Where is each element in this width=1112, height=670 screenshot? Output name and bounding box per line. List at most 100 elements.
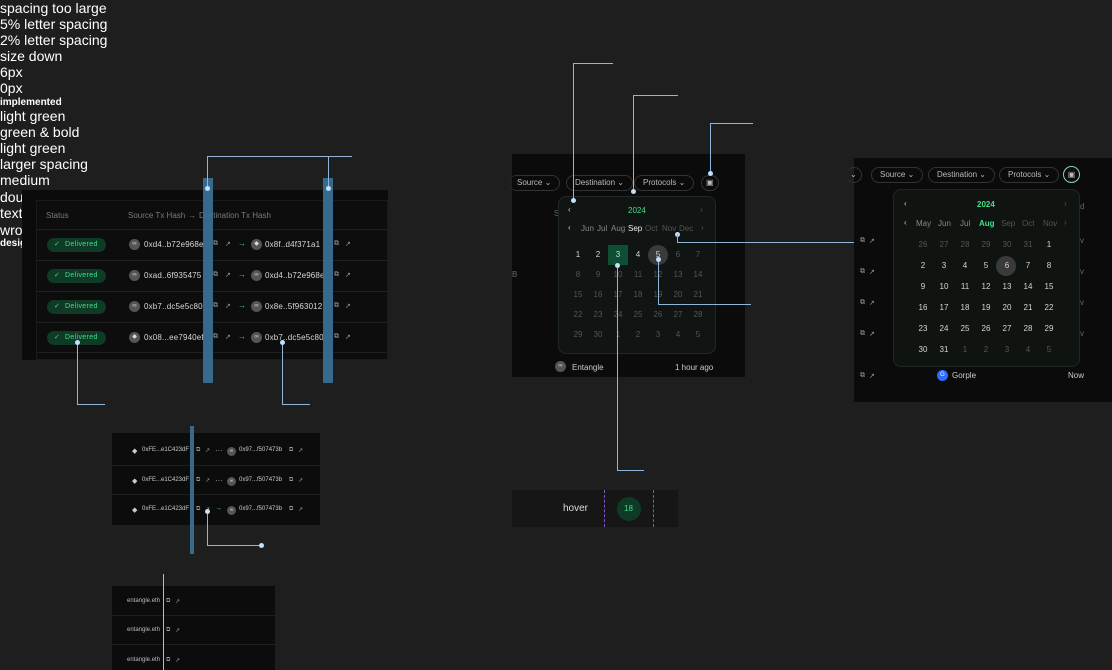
day-cell[interactable]: 4 — [675, 330, 681, 339]
day-cell[interactable]: 7 — [695, 250, 701, 259]
chevron-left-icon[interactable]: ‹ — [568, 205, 571, 214]
copy-icon[interactable]: ⧉ — [166, 657, 171, 663]
hover-day-demo[interactable] — [617, 497, 641, 521]
external-link-icon[interactable]: ↗ — [175, 628, 181, 634]
day-cell[interactable]: 5 — [983, 261, 989, 270]
copy-icon[interactable]: ⧉ — [860, 372, 865, 379]
copy-icon[interactable]: ⧉ — [334, 271, 339, 278]
copy-icon[interactable]: ⧉ — [334, 333, 339, 340]
destination-hash[interactable]: 0x97...f507473b — [239, 506, 283, 512]
source-hash[interactable]: 0xd4..b72e968e — [144, 240, 204, 249]
day-cell[interactable]: 2 — [920, 261, 926, 270]
copy-icon[interactable]: ⧉ — [860, 330, 865, 337]
external-link-icon[interactable]: ↗ — [298, 507, 304, 513]
external-link-icon[interactable]: ↗ — [869, 238, 875, 245]
month-item[interactable]: May — [916, 219, 932, 228]
day-cell[interactable]: 30 — [593, 330, 603, 339]
external-link-icon[interactable]: ↗ — [205, 478, 211, 484]
day-cell[interactable]: 3 — [941, 261, 947, 270]
day-cell[interactable]: 21 — [693, 290, 703, 299]
day-cell[interactable]: 14 — [1023, 282, 1033, 291]
day-cell[interactable]: 19 — [981, 303, 991, 312]
day-cell[interactable]: 29 — [1044, 324, 1054, 333]
day-cell[interactable]: 5 — [695, 330, 701, 339]
month-item[interactable]: Nov — [662, 224, 677, 233]
copy-icon[interactable]: ⧉ — [213, 333, 218, 340]
copy-icon[interactable]: ⧉ — [860, 237, 865, 244]
day-cell[interactable]: 31 — [939, 345, 949, 354]
copy-icon[interactable]: ⧉ — [196, 506, 201, 512]
month-item-selected[interactable]: Sep — [628, 224, 643, 233]
day-cell[interactable]: 29 — [573, 330, 583, 339]
day-cell[interactable]: 2 — [595, 250, 601, 259]
destination-hash[interactable]: 0x8f..d4f371a1 — [265, 240, 321, 249]
external-link-icon[interactable]: ↗ — [225, 272, 231, 279]
external-link-icon[interactable]: ↗ — [175, 599, 181, 605]
day-cell-selected[interactable]: 3 — [615, 250, 621, 259]
day-cell[interactable]: 22 — [1044, 303, 1054, 312]
day-cell[interactable]: 17 — [613, 290, 623, 299]
day-cell[interactable]: 28 — [960, 240, 970, 249]
day-cell[interactable]: 1 — [962, 345, 968, 354]
copy-icon[interactable]: ⧉ — [334, 240, 339, 247]
day-cell[interactable]: 2 — [983, 345, 989, 354]
day-cell[interactable]: 12 — [981, 282, 991, 291]
ens-name[interactable]: entangle.eth — [127, 598, 161, 604]
chevron-left-icon[interactable]: ‹ — [904, 199, 907, 208]
day-cell[interactable]: 18 — [960, 303, 970, 312]
day-cell[interactable]: 17 — [939, 303, 949, 312]
filter-protocols[interactable]: Protocols ⌄ — [999, 167, 1060, 183]
day-cell[interactable]: 31 — [1023, 240, 1033, 249]
day-cell[interactable]: 23 — [593, 310, 603, 319]
external-link-icon[interactable]: ↗ — [175, 658, 181, 664]
day-cell[interactable]: 1 — [608, 330, 628, 339]
copy-icon[interactable]: ⧉ — [289, 447, 294, 453]
day-cell[interactable]: 16 — [918, 303, 928, 312]
external-link-icon[interactable]: ↗ — [225, 334, 231, 341]
day-cell[interactable]: 27 — [673, 310, 683, 319]
day-cell[interactable]: 1 — [575, 250, 581, 259]
day-cell-hover[interactable]: 6 — [1004, 261, 1010, 270]
calendar-button[interactable]: ▣ — [701, 175, 719, 191]
day-cell[interactable]: 1 — [1046, 240, 1052, 249]
day-cell[interactable]: 5 — [1046, 345, 1052, 354]
day-cell[interactable]: 24 — [613, 310, 623, 319]
source-hash[interactable]: 0xad..6f935475 — [144, 271, 202, 280]
chevron-left-icon[interactable]: ‹ — [568, 223, 571, 232]
chevron-pill[interactable]: ⌄ — [846, 167, 862, 183]
day-cell[interactable]: 27 — [939, 240, 949, 249]
copy-icon[interactable]: ⧉ — [213, 240, 218, 247]
chevron-right-icon[interactable]: › — [701, 223, 704, 232]
day-cell[interactable]: 30 — [918, 345, 928, 354]
day-cell[interactable]: 25 — [633, 310, 643, 319]
copy-icon[interactable]: ⧉ — [213, 271, 218, 278]
day-cell[interactable]: 8 — [1046, 261, 1052, 270]
ens-name[interactable]: entangle.eth — [127, 627, 161, 633]
destination-hash[interactable]: 0xd4..b72e968e — [265, 271, 325, 280]
day-cell[interactable]: 4 — [962, 261, 968, 270]
day-cell[interactable]: 8 — [575, 270, 581, 279]
external-link-icon[interactable]: ↗ — [345, 303, 351, 310]
month-item[interactable]: Jul — [960, 219, 971, 228]
day-cell[interactable]: 25 — [960, 324, 970, 333]
source-hash[interactable]: 0xb7..dc5e5c80 — [144, 302, 203, 311]
day-cell[interactable]: 13 — [673, 270, 683, 279]
day-cell[interactable]: 9 — [920, 282, 926, 291]
month-item[interactable]: Sep — [1001, 219, 1016, 228]
filter-source[interactable]: Source ⌄ — [509, 175, 561, 191]
filter-protocols[interactable]: Protocols ⌄ — [634, 175, 695, 191]
day-cell[interactable]: 28 — [1023, 324, 1033, 333]
source-hash[interactable]: 0xFE...e1C423dF — [142, 477, 190, 483]
day-cell[interactable]: 26 — [653, 310, 663, 319]
copy-icon[interactable]: ⧉ — [196, 447, 201, 453]
day-cell[interactable]: 16 — [593, 290, 603, 299]
day-cell[interactable]: 24 — [939, 324, 949, 333]
day-cell[interactable]: 26 — [981, 324, 991, 333]
chevron-left-icon[interactable]: ‹ — [904, 218, 907, 227]
external-link-icon[interactable]: ↗ — [225, 241, 231, 248]
filter-destination[interactable]: Destination ⌄ — [928, 167, 995, 183]
day-cell[interactable]: 11 — [960, 282, 970, 291]
copy-icon[interactable]: ⧉ — [860, 268, 865, 275]
day-cell[interactable]: 15 — [573, 290, 583, 299]
day-cell[interactable]: 20 — [1002, 303, 1012, 312]
